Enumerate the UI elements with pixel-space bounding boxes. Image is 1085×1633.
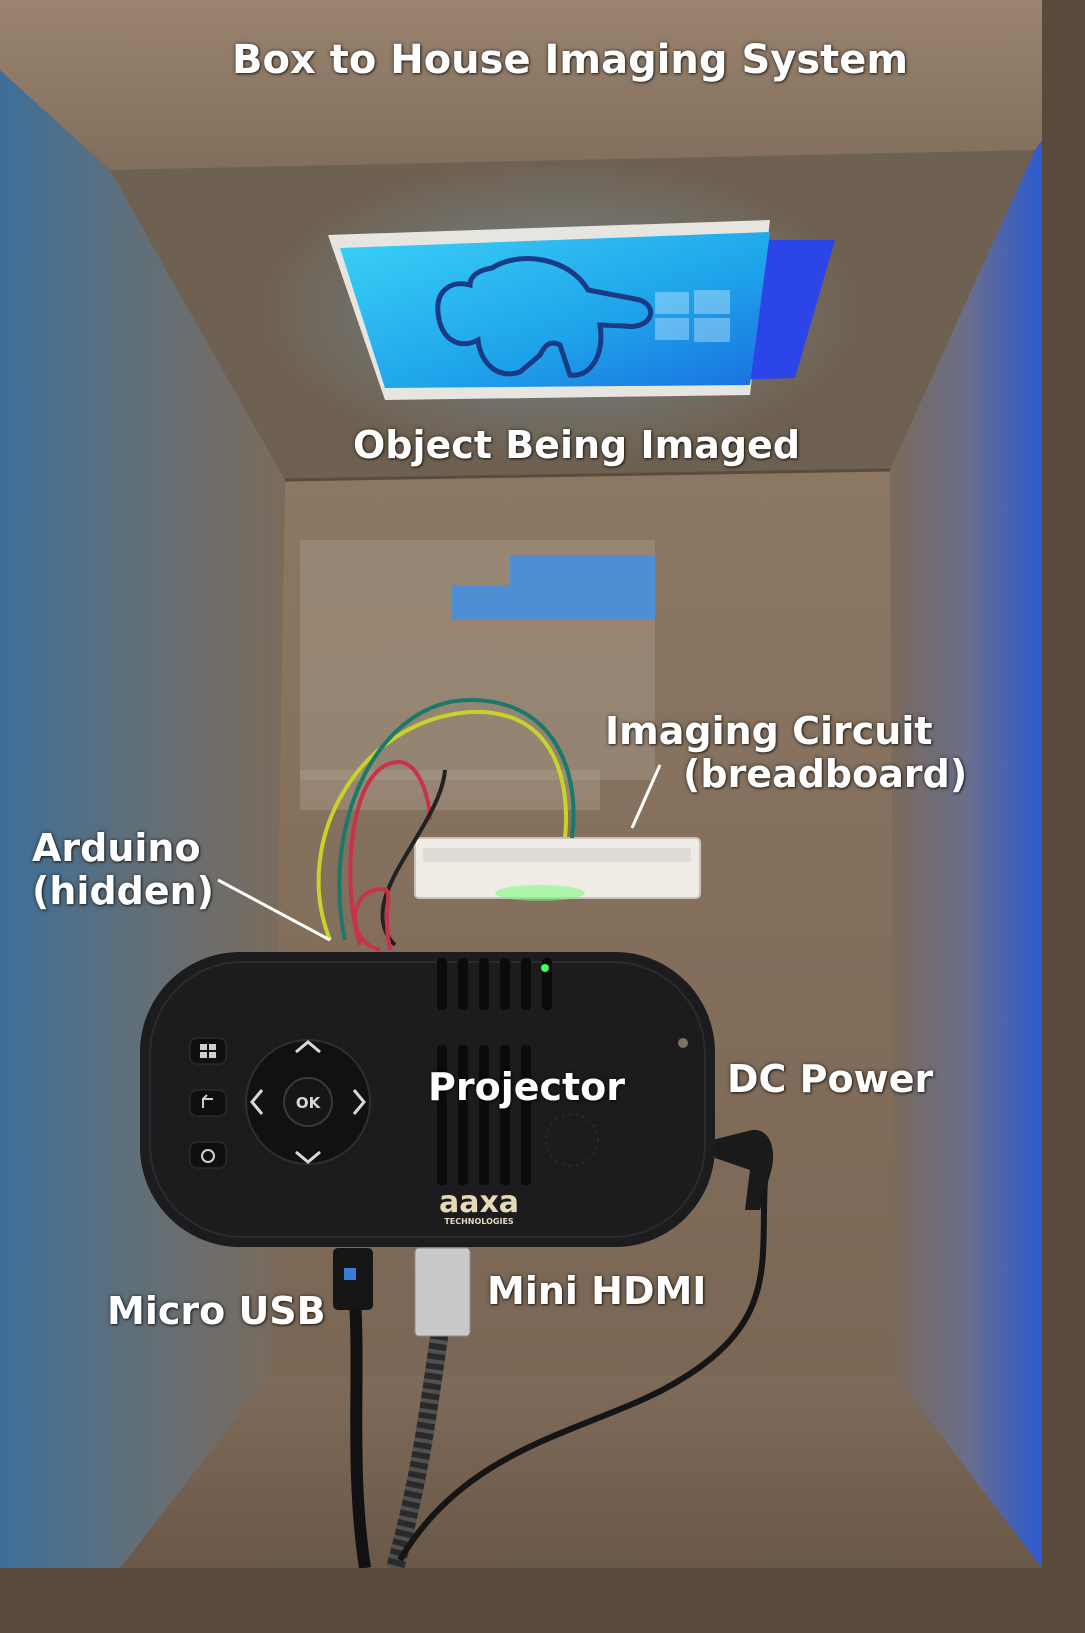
arduino-label: Arduino (hidden) [32,827,214,912]
circuit-label-line2: (breadboard) [683,751,968,796]
up-arrow-icon [295,1040,321,1054]
wire-red-loop [353,887,392,952]
led-glow [495,885,585,901]
speaker [545,1113,599,1167]
projector-label: Projector [428,1065,626,1109]
front-grill [437,1045,531,1185]
arduino-label-line1: Arduino [32,826,201,870]
drawn-character [435,256,654,378]
ok-key-label: OK [296,1094,322,1112]
title: Box to House Imaging System [232,37,909,83]
micro-usb-badge [344,1268,356,1280]
sensor [678,1038,688,1048]
menu-icon [200,1044,216,1058]
wire-yellow [316,709,569,941]
ok-button [283,1077,333,1127]
scene: OK aaxa TECHNOLOGIES [0,0,1042,1568]
usb-cable [349,1299,371,1568]
mini-hdmi-label: Mini HDMI [487,1269,707,1313]
circuit-pointer [630,764,662,829]
wire-red [348,759,432,946]
arduino-pointer [217,878,331,942]
dc-cable [397,1179,768,1562]
brand-subtitle: TECHNOLOGIES [444,1217,514,1226]
brand-logo: aaxa [439,1185,519,1220]
right-arrow-icon [352,1089,366,1115]
tape [300,770,600,810]
projector-edge [149,961,706,1238]
power-icon [201,1149,215,1163]
edge-line [284,468,891,482]
projected-screen [340,232,770,388]
wire-green [337,697,576,941]
hdmi-braid [386,1328,449,1568]
menu-button [189,1037,227,1065]
breadboard-rail [423,848,691,862]
arduino-label-line2: (hidden) [32,868,215,913]
mini-hdmi-plug [414,1247,471,1337]
object-label: Object Being Imaged [353,423,801,467]
back-icon [202,1094,213,1108]
power-button [189,1141,227,1169]
photo: OK aaxa TECHNOLOGIES Box to House Imagin… [0,0,1042,1568]
left-arrow-icon [250,1089,264,1115]
right-wall [890,140,1042,1568]
dc-power-label: DC Power [727,1057,934,1101]
dc-plug [712,1129,774,1210]
wire-black [380,769,447,947]
floor [120,1375,1042,1568]
windows-logo [655,290,730,342]
back-button [189,1089,227,1117]
micro-usb-label: Micro USB [107,1289,326,1333]
status-led [541,964,549,972]
projector-body [140,952,715,1247]
projected-patch [452,555,655,620]
down-arrow-icon [295,1150,321,1164]
circuit-label: Imaging Circuit (breadboard) [605,710,967,795]
circuit-label-line1: Imaging Circuit [605,709,933,753]
